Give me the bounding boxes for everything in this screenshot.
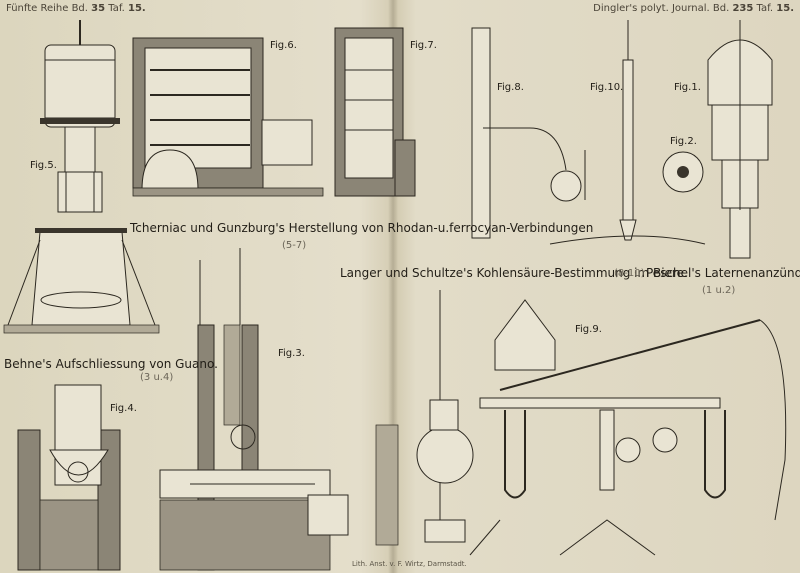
- fig10-burette: [619, 20, 637, 241]
- center-fold: [388, 0, 398, 573]
- fig5-lower-vessel: [3, 228, 160, 334]
- header-left-prefix: Fünfte Reihe Bd.: [6, 3, 88, 14]
- caption-tcherniac-range: (5-7): [282, 240, 307, 251]
- header-right-prefix: Dingler's polyt. Journal. Bd.: [593, 3, 730, 14]
- lithographer-credit: Lith. Anst. v. F. Wirtz, Darmstadt.: [352, 560, 467, 568]
- fig7-drawing: [334, 27, 416, 197]
- fig8-label: Fig.8.: [497, 82, 524, 93]
- caption-peschel-range: (1 u.2): [702, 285, 736, 296]
- journal-header-left: Fünfte Reihe Bd. 35 Taf. 15.: [6, 3, 146, 14]
- fig1-lamp-lighter: [707, 20, 773, 259]
- fig6-label: Fig.6.: [270, 40, 297, 51]
- fig5-label: Fig.5.: [30, 160, 57, 171]
- fig3-label: Fig.3.: [278, 348, 305, 359]
- caption-langer-range: (8-10): [614, 268, 645, 279]
- journal-header-right: Dingler's polyt. Journal. Bd. 235 Taf. 1…: [593, 3, 794, 14]
- fig6-drawing: [132, 37, 324, 197]
- fig7-label: Fig.7.: [410, 40, 437, 51]
- fig8-drawing: [471, 27, 586, 239]
- fig5-upper-vessel: [40, 20, 120, 213]
- fig9-label: Fig.9.: [575, 324, 602, 335]
- fig4-label: Fig.4.: [110, 403, 137, 414]
- header-left-volume: 35: [91, 3, 106, 14]
- caption-behne: Behne's Aufschliessung von Guano.: [4, 357, 218, 371]
- header-right-volume: 235: [732, 3, 754, 14]
- caption-langer: Langer und Schultze's Kohlensäure-Bestim…: [340, 266, 688, 280]
- fig1-label: Fig.1.: [674, 82, 701, 93]
- header-right-suffix: Taf.: [756, 3, 774, 14]
- fig9-apparatus: [375, 290, 787, 556]
- caption-peschel: Peschel's Laternenanzünder.: [646, 266, 800, 280]
- caption-behne-range: (3 u.4): [140, 372, 174, 383]
- caption-tcherniac: Tcherniac und Gunzburg's Herstellung von…: [130, 221, 594, 235]
- header-left-suffix: Taf.: [108, 3, 125, 14]
- header-right-plate: 15.: [776, 3, 794, 14]
- header-left-plate: 15.: [128, 3, 146, 14]
- stand-base-line: [549, 235, 706, 245]
- fig3-drawing: [159, 248, 349, 571]
- fig2-label: Fig.2.: [670, 136, 697, 147]
- fig2-drawing: [662, 151, 704, 193]
- fig4-drawing: [17, 384, 121, 571]
- fig10-label: Fig.10.: [590, 82, 624, 93]
